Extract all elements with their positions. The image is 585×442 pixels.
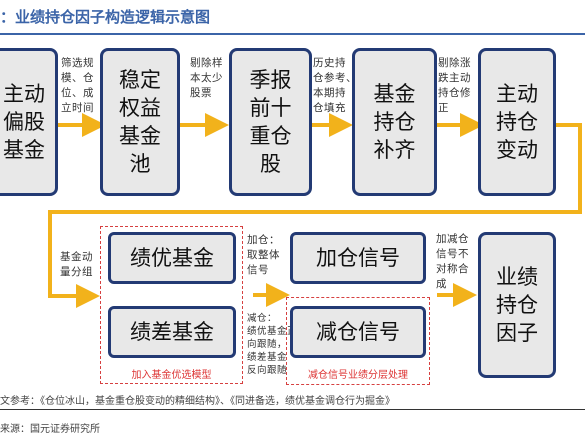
note-history-reference: 历史持 仓参考、 本期持 仓填充 [313, 57, 357, 114]
box-quarterly-top10: 季报 前十 重仓 股 [229, 48, 312, 196]
box-poor-performance-funds: 绩差基金 [108, 306, 236, 358]
box-good-performance-funds: 绩优基金 [108, 232, 236, 284]
group-label-reduce-layering: 减仓信号业绩分层处理 [308, 370, 408, 381]
title-divider [0, 33, 585, 35]
footer-divider [0, 409, 585, 410]
group-label-fund-selection: 加入基金优选模型 [131, 370, 212, 381]
figure-title: ：业绩持仓因子构造逻辑示意图 [0, 8, 211, 26]
note-reduce-signal-rule: 减仓： 绩优基金正 向跟随， 绩差基金 反向跟随 [247, 313, 298, 376]
box-active-holding-change: 主动 持仓 变动 [478, 48, 556, 196]
source-note: 来源：国元证券研究所 [0, 424, 100, 435]
group-fund-selection-model [100, 226, 243, 384]
box-performance-holding-factor: 业绩 持仓 因子 [478, 232, 556, 378]
note-filter-criteria: 筛选规 模、仓 位、成 立时间 [61, 57, 94, 114]
reference-note: 文参考：《仓位冰山，基金重仓股变动的精细结构》、《同进备选，绩优基金调仓行为掘金… [0, 396, 395, 407]
box-active-equity-fund: 主动 偏股 基金 [0, 48, 58, 196]
box-stable-equity-pool: 稳定 权益 基金 池 [100, 48, 180, 196]
arrow-wrap-connector [48, 123, 582, 308]
group-reduce-signal-layering [286, 297, 430, 385]
box-fund-holdings-complete: 基金 持仓 补齐 [352, 48, 437, 196]
box-reduce-position-signal: 减仓信号 [290, 306, 426, 358]
note-remove-price-effect: 剔除涨 跌主动 持仓修 正 [438, 57, 471, 114]
note-asymmetric-combination: 加减仓 信号不 对称合 成 [436, 233, 469, 290]
box-add-position-signal: 加仓信号 [290, 232, 426, 284]
note-remove-small-samples: 剔除样 本太少 股票 [190, 57, 223, 99]
note-add-signal-rule: 加仓： 取整体 信号 [247, 234, 280, 276]
note-fund-grouping: 基金动 量分组 [60, 251, 93, 278]
